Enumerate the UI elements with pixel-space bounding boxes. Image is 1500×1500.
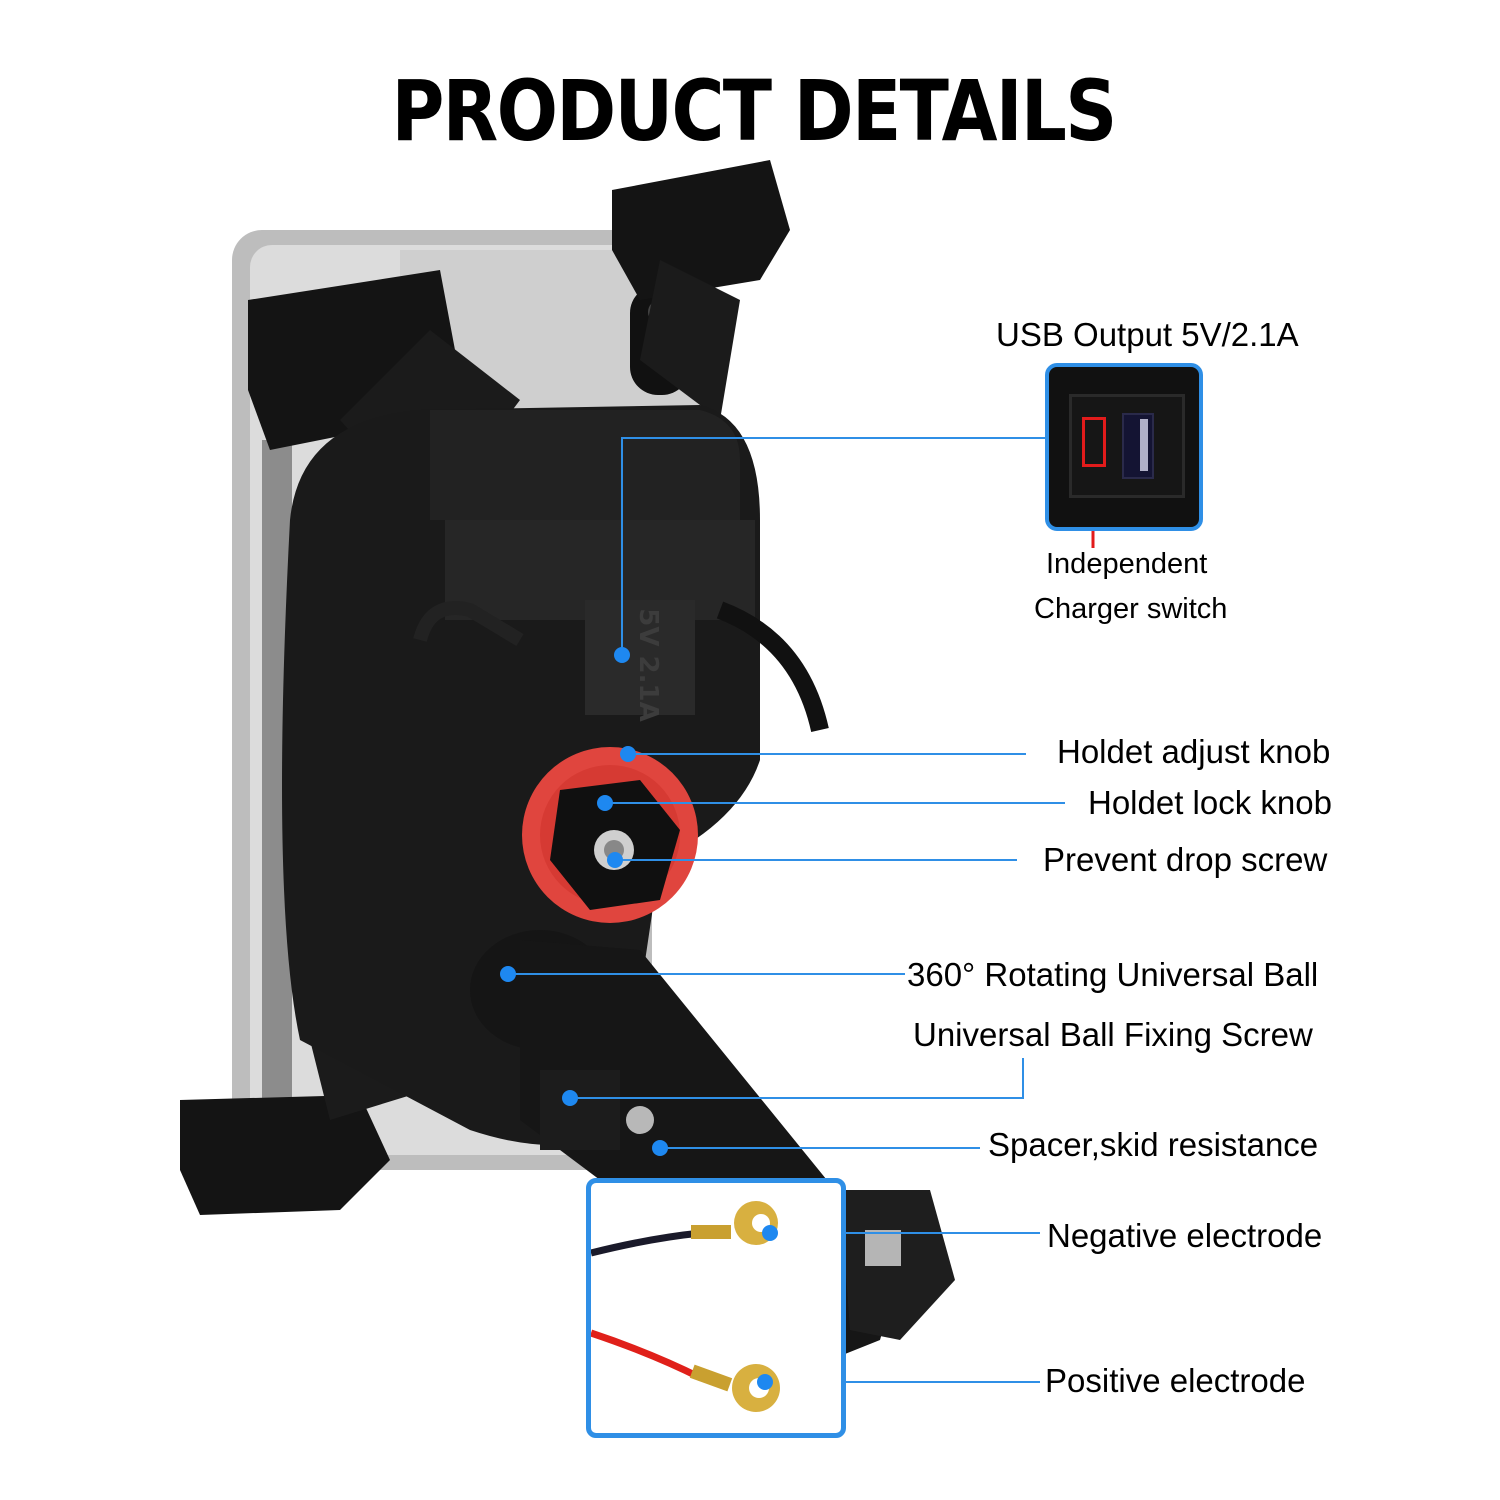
- label-drop-screw: Prevent drop screw: [1043, 841, 1328, 878]
- label-adjust-knob: Holdet adjust knob: [1057, 733, 1331, 770]
- page-title: PRODUCT DETAILS: [391, 62, 1117, 160]
- usb-port-inset: [1045, 363, 1203, 531]
- label-negative-electrode: Negative electrode: [1047, 1217, 1323, 1254]
- usb-slot-icon: [1122, 413, 1154, 479]
- label-lock-knob: Holdet lock knob: [1088, 784, 1332, 821]
- top-right-clamp: [612, 160, 790, 300]
- bottom-left-clamp: [180, 1095, 390, 1215]
- usb-output-heading: USB Output 5V/2.1A: [996, 316, 1299, 353]
- ring-terminals-image: [589, 1201, 780, 1412]
- switch-label-line1: Independent: [1046, 548, 1208, 580]
- switch-label-line2: Charger switch: [1034, 593, 1228, 625]
- label-positive-electrode: Positive electrode: [1045, 1362, 1306, 1399]
- label-universal-ball: 360° Rotating Universal Ball: [907, 956, 1319, 993]
- charger-switch-highlight: [1082, 417, 1106, 467]
- wire-terminals-inset: [586, 1178, 846, 1438]
- charger-embossing: 5V 2.1A: [633, 608, 663, 721]
- usb-port-panel: [1069, 394, 1185, 498]
- charger-module: [585, 600, 695, 715]
- label-spacer: Spacer,skid resistance: [988, 1126, 1319, 1163]
- label-ball-fixing-screw: Universal Ball Fixing Screw: [913, 1016, 1313, 1053]
